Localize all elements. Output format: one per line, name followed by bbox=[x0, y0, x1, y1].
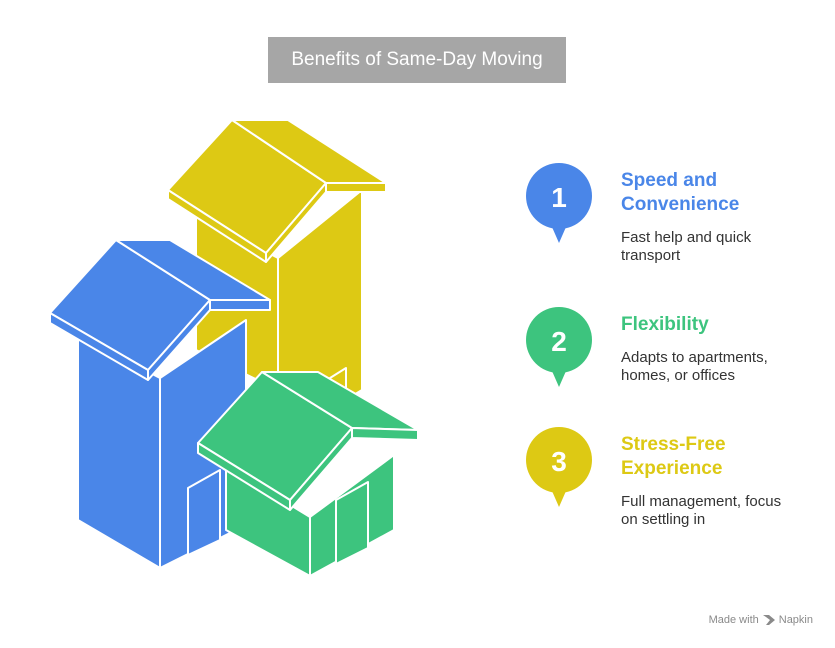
benefit-title-1-line2: Convenience bbox=[621, 194, 740, 215]
benefit-description-3-line1: Full management, focus bbox=[621, 493, 782, 510]
made-with-label: Made with bbox=[708, 614, 759, 626]
green-house bbox=[197, 371, 419, 577]
benefit-description-2: Adapts to apartments, homes, or offices bbox=[621, 349, 821, 385]
benefit-description-2-line1: Adapts to apartments, bbox=[621, 349, 768, 366]
benefit-title-1-line1: Speed and bbox=[621, 170, 718, 191]
number-label-2: 2 bbox=[551, 326, 567, 357]
number-pin-3 bbox=[526, 427, 592, 507]
benefit-description-1: Fast help and quick transport bbox=[621, 229, 821, 265]
benefit-title-1: Speed and Convenience bbox=[621, 169, 821, 217]
benefit-description-1-line2: transport bbox=[621, 247, 681, 264]
benefit-title-3-line1: Stress-Free bbox=[621, 434, 726, 455]
number-pin-1 bbox=[526, 163, 592, 243]
number-label-3: 3 bbox=[551, 446, 567, 477]
number-label-1: 1 bbox=[551, 182, 567, 213]
napkin-brand-label: Napkin bbox=[778, 614, 813, 626]
benefit-title-2-line1: Flexibility bbox=[621, 314, 709, 335]
made-with-footer: Made with Napkin bbox=[709, 614, 813, 626]
napkin-logo-icon bbox=[762, 615, 775, 625]
benefit-title-3: Stress-Free Experience bbox=[621, 433, 821, 481]
number-pin-2 bbox=[526, 307, 592, 387]
benefit-description-3-line2: on settling in bbox=[621, 511, 706, 528]
benefit-description-2-line2: homes, or offices bbox=[621, 367, 735, 384]
benefit-description-1-line1: Fast help and quick bbox=[621, 229, 752, 246]
benefit-title-2: Flexibility bbox=[621, 313, 821, 337]
benefit-description-3: Full management, focus on settling in bbox=[621, 493, 821, 529]
diagram-title: Benefits of Same-Day Moving bbox=[268, 37, 566, 83]
benefit-title-3-line2: Experience bbox=[621, 458, 723, 479]
